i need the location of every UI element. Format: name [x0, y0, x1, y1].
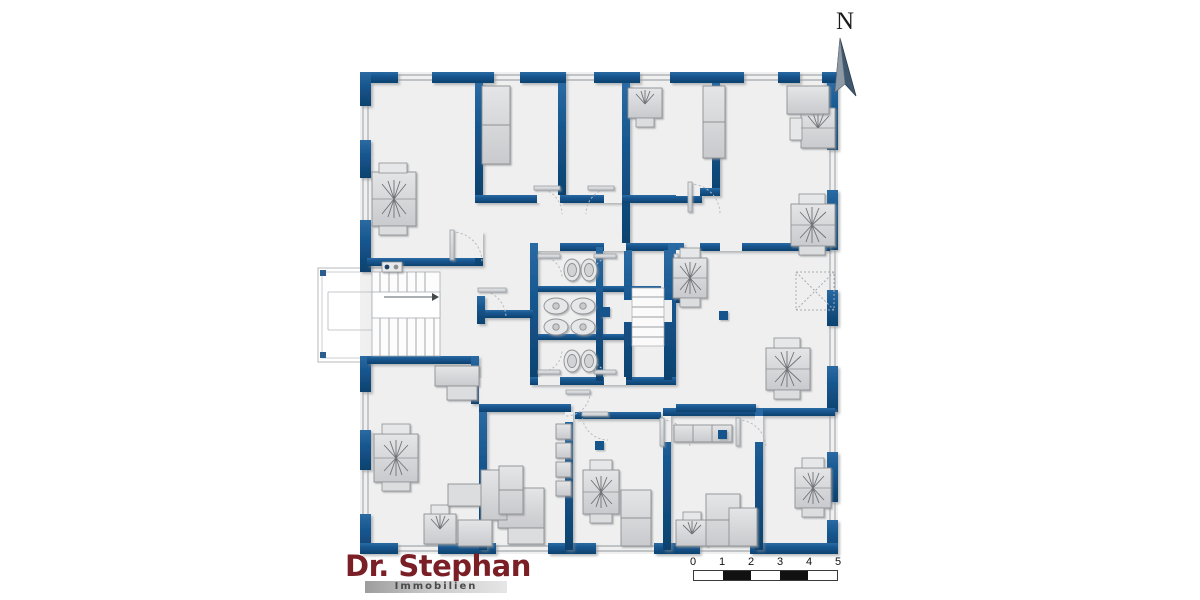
brand-name: Dr. Stephan [345, 549, 531, 583]
scale-segment-2 [751, 571, 780, 580]
cabinet [457, 519, 493, 547]
sofa [498, 465, 524, 515]
brand-logo: Dr. Stephan Immobilien [345, 549, 531, 594]
beds [371, 87, 836, 547]
cabinet [447, 483, 485, 507]
scale-bar: 0 1 2 3 4 5 [689, 556, 842, 586]
scale-segments [693, 570, 838, 581]
chair-row [555, 423, 572, 497]
wardrobe [786, 85, 830, 115]
scale-segment-1 [722, 571, 752, 580]
bed [794, 457, 832, 518]
wardrobe [481, 85, 511, 165]
scale-ticks: 0 1 2 3 4 5 [689, 556, 842, 569]
wardrobe [434, 365, 480, 401]
scale-tick-4: 4 [805, 556, 813, 568]
bed [765, 337, 811, 400]
sink-icon [543, 297, 596, 336]
north-arrow: N [822, 8, 892, 108]
pillar [595, 441, 604, 450]
scale-tick-2: 2 [747, 556, 755, 568]
scale-tick-1: 1 [718, 556, 726, 568]
bed [371, 162, 417, 236]
wardrobes [434, 85, 830, 547]
skylight-icon [795, 271, 835, 311]
bed [627, 87, 663, 128]
doors [449, 181, 767, 449]
utility-box [381, 261, 403, 273]
bed [373, 423, 419, 492]
toilet-icon [563, 258, 598, 373]
bed [423, 504, 457, 545]
sofas [498, 424, 733, 515]
scale-segment-0 [694, 571, 723, 580]
scale-segment-3 [779, 571, 809, 580]
scale-tick-0: 0 [689, 556, 697, 568]
pillar [719, 311, 728, 320]
compass-needle-icon [834, 37, 857, 97]
north-label: N [835, 8, 855, 35]
scale-tick-3: 3 [776, 556, 784, 568]
cabinet [620, 489, 652, 547]
scale-segment-4 [808, 571, 837, 580]
scale-tick-5: 5 [834, 556, 842, 568]
wardrobe [702, 85, 726, 159]
bed [790, 193, 836, 256]
windows [362, 74, 836, 552]
bed [672, 247, 708, 308]
stair-direction-arrow [384, 293, 439, 301]
pillars [595, 307, 728, 450]
bathroom-fixtures [543, 258, 598, 373]
pillar [600, 307, 610, 317]
pillar [718, 430, 727, 439]
brand-tagline-bar: Immobilien [365, 581, 507, 593]
bed [582, 459, 620, 524]
service-stair [631, 287, 665, 347]
brand-tagline: Immobilien [394, 581, 478, 592]
cabinet [728, 507, 758, 547]
sofa [673, 424, 733, 443]
main-staircase [327, 271, 441, 357]
